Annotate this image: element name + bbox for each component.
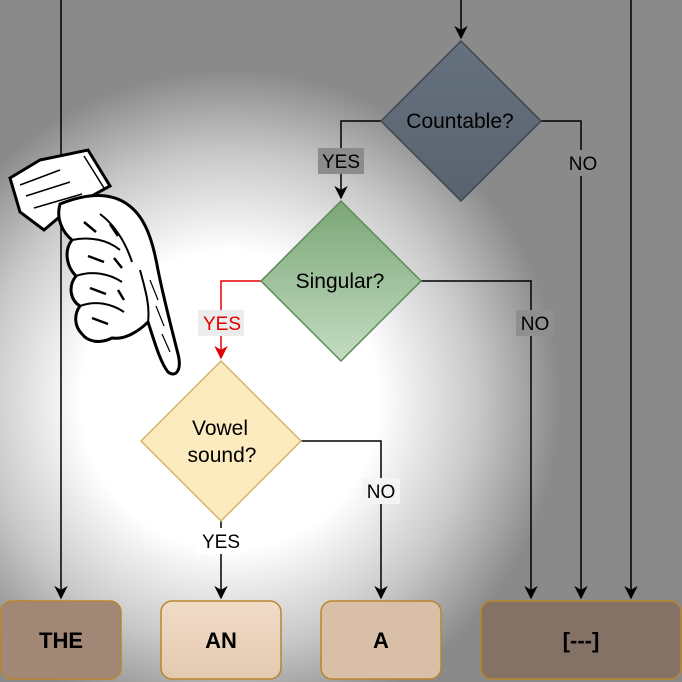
outcome-a-box bbox=[320, 600, 442, 680]
outcome-none-text: [---] bbox=[563, 628, 600, 653]
singular-no-label: NO bbox=[521, 314, 550, 335]
countable-diamond bbox=[379, 39, 543, 203]
vowel-no-label-bg bbox=[362, 478, 400, 504]
countable-yes-label: YES bbox=[322, 152, 360, 173]
singular-diamond bbox=[259, 199, 423, 363]
countable-no-label-bg bbox=[563, 150, 599, 176]
connectors bbox=[54, 0, 638, 600]
singular-no-label-bg bbox=[516, 310, 554, 336]
singular-no-edge bbox=[421, 280, 538, 600]
countable-text: Countable? bbox=[406, 110, 513, 133]
outcome-an-text: AN bbox=[205, 628, 237, 653]
outcome-the[interactable]: THE bbox=[0, 600, 122, 680]
vowel-yes-label: YES bbox=[202, 532, 240, 553]
singular-yes-label-bg bbox=[198, 310, 244, 336]
singular-text: Singular? bbox=[296, 270, 385, 293]
outcome-none[interactable]: [---] bbox=[480, 600, 682, 680]
vowel-no-label: NO bbox=[367, 482, 396, 503]
vowel-diamond bbox=[139, 359, 303, 523]
outcome-the-text: THE bbox=[39, 628, 83, 653]
outcome-the-box bbox=[0, 600, 122, 680]
outcome-an[interactable]: AN bbox=[160, 600, 282, 680]
countable-no-label: NO bbox=[569, 154, 598, 175]
decision-countable[interactable]: Countable? bbox=[379, 39, 543, 203]
vowel-text-line2: sound? bbox=[188, 444, 257, 467]
outcome-a[interactable]: A bbox=[320, 600, 442, 680]
countable-yes-label-bg bbox=[318, 148, 364, 174]
outcome-none-box bbox=[480, 600, 682, 680]
vowel-yes-label-bg bbox=[197, 528, 245, 554]
outcome-an-box bbox=[160, 600, 282, 680]
decision-vowel-sound[interactable]: Vowel sound? bbox=[139, 359, 303, 523]
outcome-a-text: A bbox=[373, 628, 389, 653]
countable-no-edge bbox=[541, 120, 588, 600]
pointing-hand-icon bbox=[8, 148, 181, 376]
decision-singular[interactable]: Singular? bbox=[259, 199, 423, 363]
vowel-no-edge bbox=[301, 440, 388, 600]
singular-yes-label: YES bbox=[203, 314, 241, 335]
vowel-text-line1: Vowel bbox=[192, 417, 248, 440]
